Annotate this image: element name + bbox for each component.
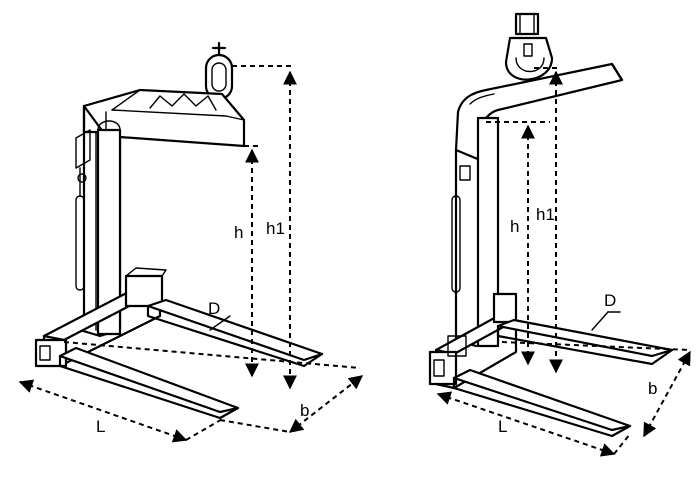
- right-dimensions: [436, 67, 691, 457]
- left-label-b: b: [300, 401, 309, 420]
- right-crane-hook: [504, 12, 554, 81]
- left-shackle: [204, 41, 234, 101]
- right-label-d: D: [604, 291, 616, 310]
- right-crossbeam: [428, 292, 518, 390]
- left-label-h: h: [234, 223, 243, 242]
- right-label-b: b: [648, 379, 657, 398]
- left-dimensions: [18, 65, 364, 443]
- right-label-h1: h1: [536, 205, 555, 224]
- left-pallet-fork: h h1 D L b: [18, 41, 364, 443]
- left-crossbeam: [34, 267, 167, 368]
- right-label-h: h: [510, 217, 519, 236]
- left-mast: [75, 104, 122, 338]
- right-label-l: L: [498, 417, 507, 436]
- left-label-d: D: [208, 299, 220, 318]
- left-label-h1: h1: [266, 219, 285, 238]
- left-label-l: L: [96, 417, 105, 436]
- right-pallet-fork: h h1 D L b: [428, 12, 691, 457]
